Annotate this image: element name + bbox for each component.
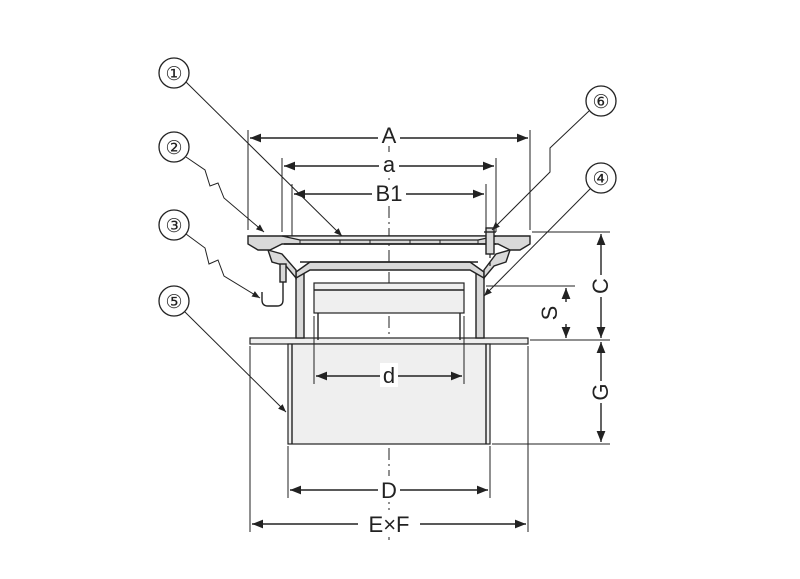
dim-C: C [588,234,613,338]
callout-2: ② [158,131,265,233]
dim-B1: B1 [291,181,487,236]
dim-A: A [247,123,531,230]
lower-sleeve [249,337,529,445]
dim-D-label: D [381,478,397,503]
callout-5: ⑤ [158,285,287,413]
drain-body [266,248,512,340]
callout-4: ④ [483,162,617,297]
dim-C-label: C [588,278,613,294]
dim-d: d [313,316,465,388]
extension-lines-right [486,231,610,445]
callout-3-label: ③ [165,216,182,237]
dim-G: G [588,342,613,442]
dim-ExF-label: E×F [369,512,410,537]
callout-6: ⑥ [491,85,617,231]
dim-a: a [281,152,497,232]
dim-G-label: G [588,383,613,400]
callout-5-label: ⑤ [165,292,182,313]
dim-S: S [537,288,578,338]
top-grating [247,235,531,251]
callout-3: ③ [158,209,261,299]
anchor-hook [261,263,287,307]
dim-a-label: a [383,152,396,177]
callout-1: ① [158,57,343,237]
dim-S-label: S [537,306,562,321]
callout-1-label: ① [165,64,182,85]
dim-d-label: d [383,363,395,388]
dim-A-label: A [382,123,397,148]
dim-B1-label: B1 [376,181,403,206]
callout-2-label: ② [165,138,182,159]
callout-6-label: ⑥ [592,92,609,113]
callout-4-label: ④ [592,169,609,190]
dim-ExF: E×F [249,346,529,537]
dim-D: D [287,446,491,503]
